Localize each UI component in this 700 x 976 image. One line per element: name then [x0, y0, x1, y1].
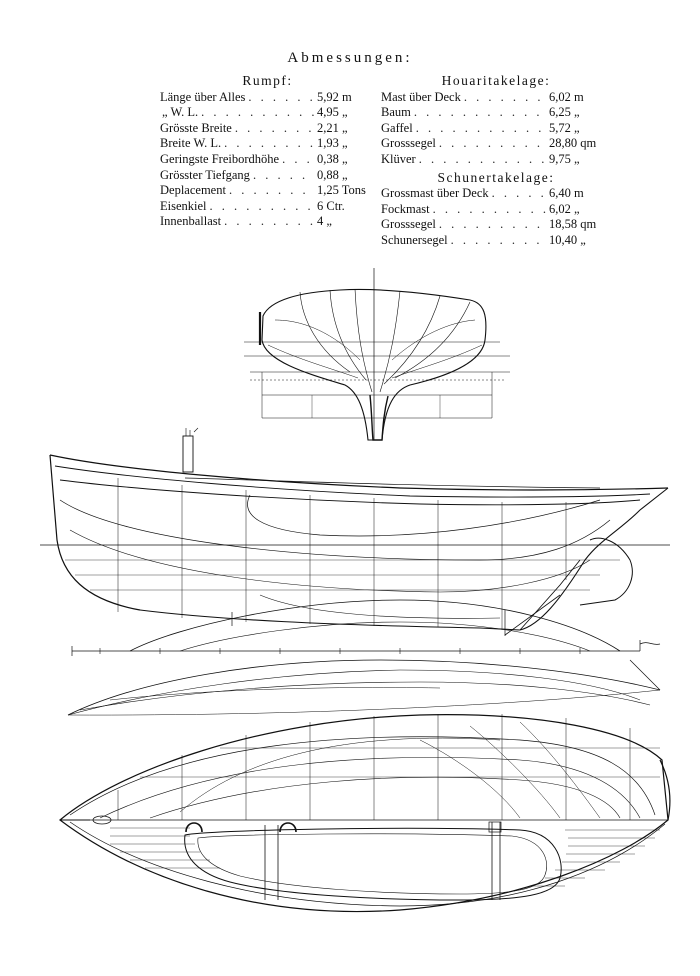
row-label: „ W. L. [162, 105, 199, 120]
table-row: Klüver. . . . . . . . . . . . . . . . . … [381, 152, 611, 168]
row-value: 2,21 „ [317, 120, 348, 135]
leader-dots: . . . . . . . . . . . . . . . . . . . . [450, 232, 546, 247]
leader-dots: . . . . . . . . . . . . . . . . . . . . [415, 120, 546, 135]
leader-dots: . . . . . . . . . . . . . . . . . . . . [282, 151, 314, 166]
table-row: Grosssegel. . . . . . . . . . . . . . . … [381, 217, 611, 233]
row-value: 9,75 „ [549, 151, 580, 166]
leader-dots: . . . . . . . . . . . . . . . . . . . . [224, 136, 314, 151]
row-label: Gaffel [381, 120, 413, 135]
row-label: Fockmast [381, 201, 430, 216]
row-value: 4,95 „ [317, 105, 348, 120]
row-label: Geringste Freibordhöhe [160, 151, 280, 166]
row-value: 1,25 Tons [317, 183, 366, 198]
leader-dots: . . . . . . . . . . . . . . . . . . . . [248, 89, 314, 104]
leader-dots: . . . . . . . . . . . . . . . . . . . . [438, 217, 546, 232]
leader-dots: . . . . . . . . . . . . . . . . . . . . [413, 105, 546, 120]
table-row: Breite W. L.. . . . . . . . . . . . . . … [160, 136, 375, 152]
row-value: 6,02 m [549, 89, 584, 104]
table-row: Schunersegel. . . . . . . . . . . . . . … [381, 233, 611, 249]
row-label: Klüver [381, 151, 416, 166]
row-value: 28,80 qm [549, 136, 597, 151]
row-value: 1,93 „ [317, 136, 348, 151]
table-row: Baum. . . . . . . . . . . . . . . . . . … [381, 105, 611, 121]
deck-plan [59, 714, 671, 913]
table-row: Innenballast. . . . . . . . . . . . . . … [160, 214, 375, 230]
page-title: Abmessungen: [287, 50, 413, 66]
table-row: Geringste Freibordhöhe. . . . . . . . . … [160, 152, 375, 168]
leader-dots: . . . . . . . . . . . . . . . . . . . . [438, 136, 546, 151]
rumpf-heading: Rumpf: [242, 73, 293, 88]
row-label: Eisenkiel [160, 198, 207, 213]
leader-dots: . . . . . . . . . . . . . . . . . . . . [209, 198, 314, 213]
leader-dots: . . . . . . . . . . . . . . . . . . . . [228, 183, 314, 198]
table-row: Grossmast über Deck. . . . . . . . . . .… [381, 186, 611, 202]
row-label: Innenballast [160, 214, 222, 229]
row-value: 6,40 m [549, 186, 584, 201]
leader-dots: . . . . . . . . . . . . . . . . . . . . [432, 201, 546, 216]
table-row: Fockmast. . . . . . . . . . . . . . . . … [381, 202, 611, 218]
row-label: Baum [381, 105, 411, 120]
row-label: Grosssegel [381, 136, 436, 151]
table-row: „ W. L.. . . . . . . . . . . . . . . . .… [160, 105, 375, 121]
row-label: Schunersegel [381, 232, 448, 247]
houari-heading: Houaritakelage: [441, 73, 551, 88]
table-row: Grösste Breite. . . . . . . . . . . . . … [160, 121, 375, 137]
row-label: Länge über Alles [160, 89, 246, 104]
row-label: Grösster Tiefgang [160, 167, 250, 182]
row-value: 4 „ [317, 214, 332, 229]
row-label: Mast über Deck [381, 89, 461, 104]
rumpf-table: Rumpf: Länge über Alles. . . . . . . . .… [160, 73, 375, 230]
leader-dots: . . . . . . . . . . . . . . . . . . . . [463, 89, 546, 104]
row-value: 10,40 „ [549, 232, 586, 247]
table-row: Grosssegel. . . . . . . . . . . . . . . … [381, 136, 611, 152]
half-breadth-plan [67, 599, 661, 716]
row-value: 5,72 „ [549, 120, 580, 135]
row-value: 6 Ctr. [317, 198, 345, 213]
table-row: Länge über Alles. . . . . . . . . . . . … [160, 90, 375, 106]
sheer-plan [40, 427, 670, 636]
row-value: 5,92 m [317, 89, 352, 104]
leader-dots: . . . . . . . . . . . . . . . . . . . . [252, 167, 314, 182]
row-label: Grosssegel [381, 217, 436, 232]
row-label: Grossmast über Deck [381, 186, 489, 201]
row-value: 0,38 „ [317, 151, 348, 166]
row-value: 6,25 „ [549, 105, 580, 120]
row-value: 6,02 „ [549, 201, 580, 216]
row-label: Breite W. L. [160, 136, 222, 151]
table-row: Deplacement. . . . . . . . . . . . . . .… [160, 183, 375, 199]
table-row: Mast über Deck. . . . . . . . . . . . . … [381, 90, 611, 106]
schuner-heading: Schunertakelage: [437, 169, 555, 185]
table-row: Grösster Tiefgang. . . . . . . . . . . .… [160, 168, 375, 184]
row-label: Deplacement [160, 183, 226, 198]
leader-dots: . . . . . . . . . . . . . . . . . . . . [224, 214, 314, 229]
leader-dots: . . . . . . . . . . . . . . . . . . . . [418, 151, 546, 166]
leader-dots: . . . . . . . . . . . . . . . . . . . . [234, 120, 314, 135]
leader-dots: . . . . . . . . . . . . . . . . . . . . [491, 186, 546, 201]
row-label: Grösste Breite [160, 120, 232, 135]
leader-dots: . . . . . . . . . . . . . . . . . . . . [201, 105, 314, 120]
row-value: 18,58 qm [549, 217, 597, 232]
takelage-table: Houaritakelage: Mast über Deck. . . . . … [381, 73, 611, 249]
row-value: 0,88 „ [317, 167, 348, 182]
table-row: Gaffel. . . . . . . . . . . . . . . . . … [381, 121, 611, 137]
body-plan [244, 268, 510, 441]
table-row: Eisenkiel. . . . . . . . . . . . . . . .… [160, 199, 375, 215]
